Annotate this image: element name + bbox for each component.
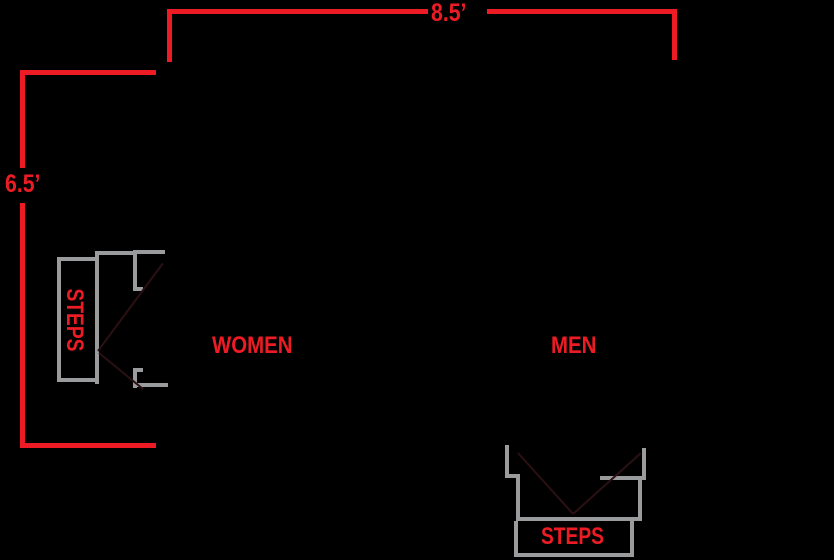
left-stairs-wall-top-right	[133, 250, 165, 254]
left-stairs-door-wall-upper	[133, 250, 137, 291]
dim-left-tick-bottom	[20, 443, 156, 448]
right-stairs-direction-line-down	[517, 452, 574, 515]
dim-top-tick-left	[167, 9, 172, 62]
left-stairs-outer-wall-bottom	[57, 378, 97, 382]
dim-left-label: 6.5’	[5, 170, 41, 198]
right-stairs-landing-floor	[516, 517, 642, 521]
dim-top-label: 8.5’	[431, 0, 467, 27]
right-stairs-wall-left-outer	[505, 445, 509, 478]
right-stairs-jamb-right	[600, 476, 646, 480]
right-stairs-label: STEPS	[541, 523, 604, 550]
right-stairs-box-wall-right	[630, 521, 634, 557]
left-stairs-inner-wall-vert	[95, 252, 99, 384]
left-stairs-direction-line-up	[97, 262, 164, 352]
left-stairs-wall-bottom-right	[133, 383, 168, 387]
right-stairs-wall-left-inner	[516, 474, 520, 521]
left-stairs-landing-wall-top	[95, 251, 137, 255]
dim-top-line-left	[168, 9, 428, 14]
men-room-label: MEN	[551, 332, 597, 359]
right-stairs-wall-right-inner	[638, 476, 642, 521]
dim-left-line-upper	[20, 70, 25, 168]
left-stairs-door-jamb-upper	[133, 287, 143, 291]
left-stairs-door-wall-lower	[133, 368, 137, 388]
left-stairs-door-jamb-lower	[133, 368, 143, 372]
dim-left-tick-top	[20, 70, 156, 75]
right-stairs-wall-right-outer	[642, 448, 646, 480]
left-stairs-label: STEPS	[61, 288, 88, 352]
right-stairs-box-wall-left	[514, 521, 518, 557]
dim-top-line-right	[487, 9, 677, 14]
right-stairs-jamb-left	[505, 474, 519, 478]
dim-left-line-lower	[20, 203, 25, 448]
left-stairs-outer-wall-top	[57, 257, 97, 261]
left-stairs-outer-wall-left	[57, 257, 61, 382]
right-stairs-box-wall-bottom	[514, 553, 634, 557]
women-room-label: WOMEN	[212, 332, 293, 359]
dim-top-tick-right	[672, 9, 677, 60]
right-stairs-direction-line-up	[572, 452, 642, 515]
